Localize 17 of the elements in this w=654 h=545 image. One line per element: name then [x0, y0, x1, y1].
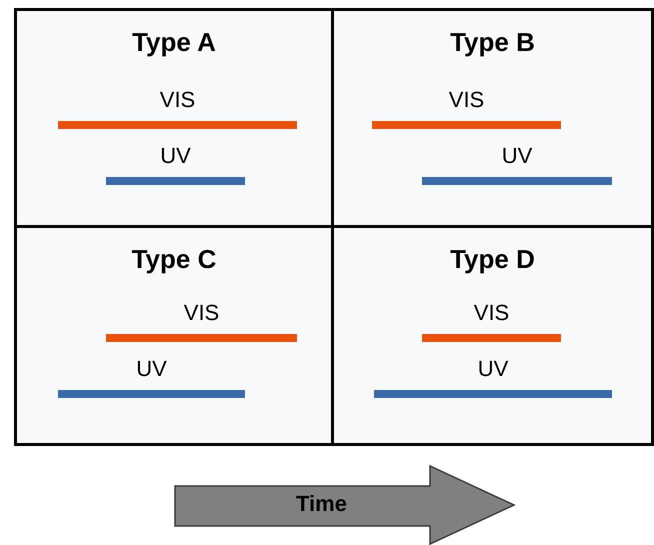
bar-label: VIS [472, 302, 510, 324]
bar-label: VIS [448, 89, 486, 111]
bar-label: UV [159, 145, 192, 167]
quadrant-panel [14, 8, 334, 228]
bar-label: VIS [182, 302, 220, 324]
panel-title: Type C [130, 246, 218, 272]
bar-label: UV [476, 358, 510, 380]
panel-title: Type A [131, 29, 217, 55]
quadrant-panel [14, 225, 334, 446]
panel-title: Type B [449, 29, 536, 55]
quadrant-panel [331, 8, 654, 228]
bar-label: UV [135, 358, 168, 380]
bar-label: VIS [158, 89, 196, 111]
bar-label: UV [500, 145, 534, 167]
panel-title: Type D [449, 246, 536, 272]
arrow-label: Time [295, 493, 348, 515]
quadrant-panel [331, 225, 654, 446]
